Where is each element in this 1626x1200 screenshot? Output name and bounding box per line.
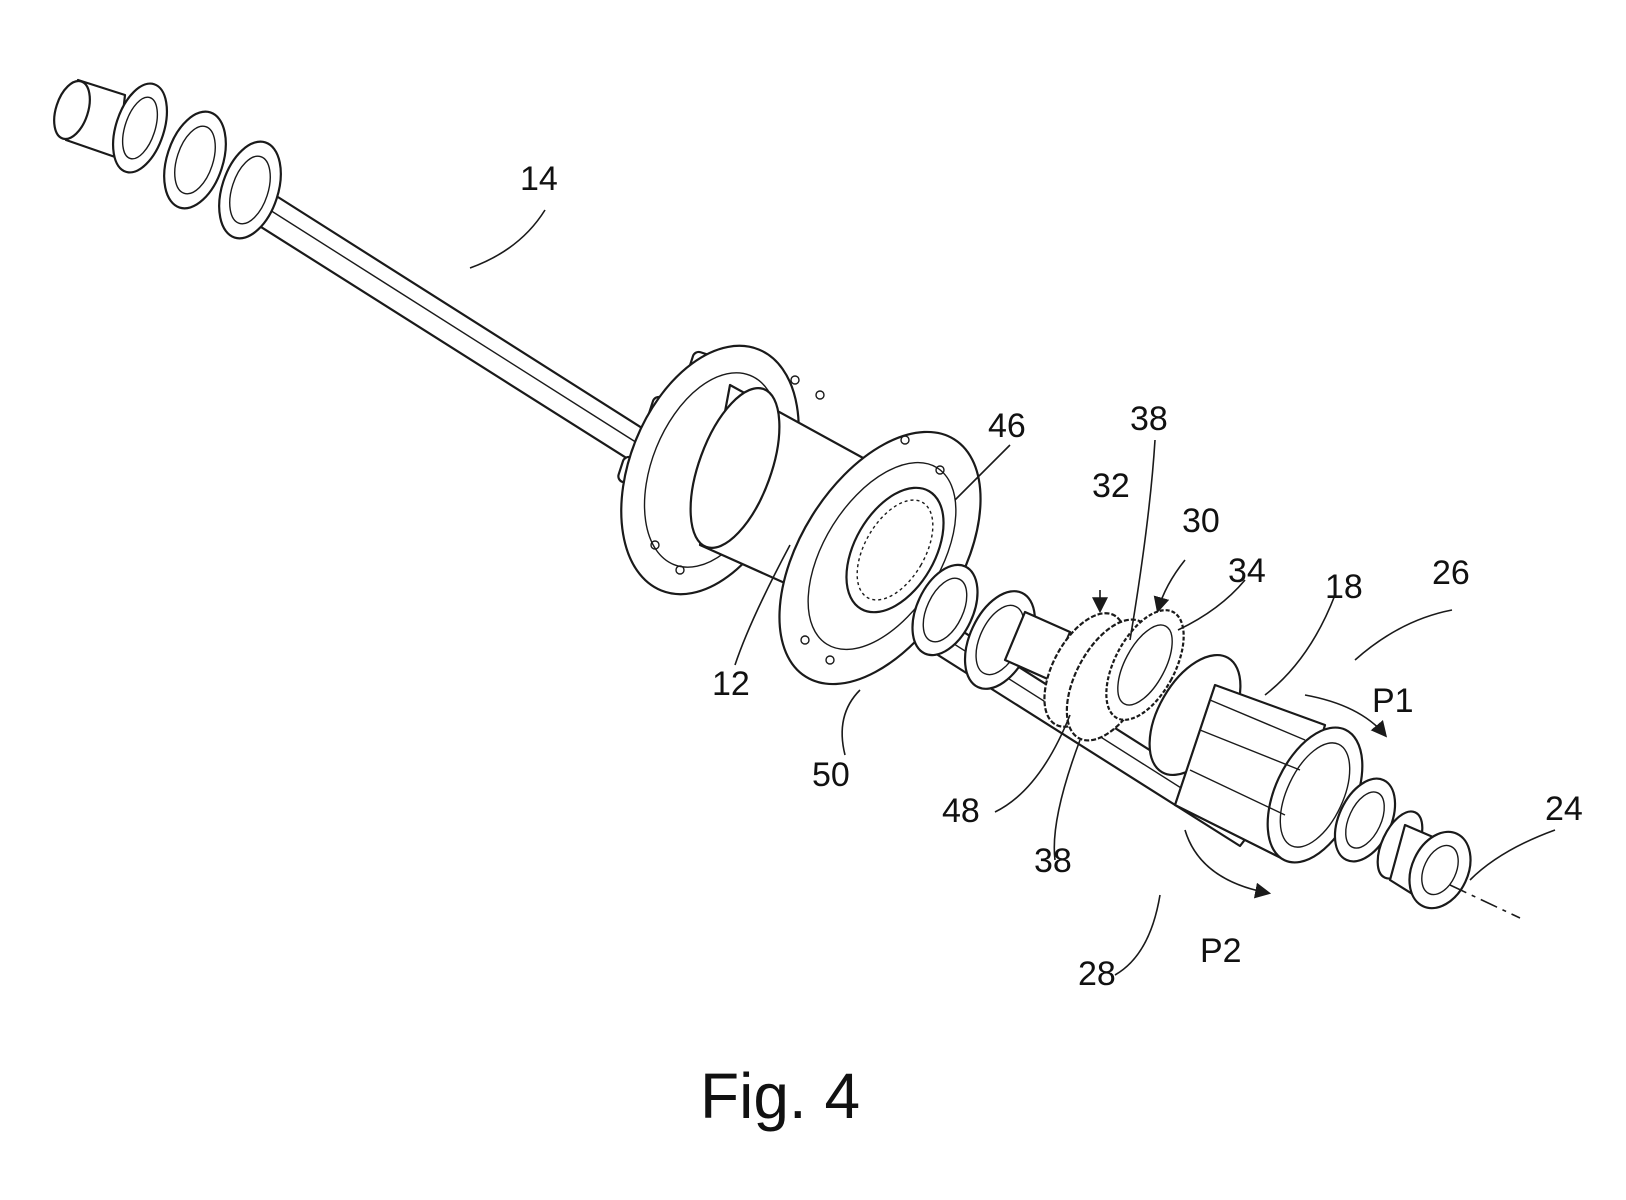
label-26: 26 (1432, 554, 1470, 592)
label-34: 34 (1228, 552, 1266, 590)
label-48: 48 (942, 792, 980, 830)
gear-rings (1043, 609, 1185, 742)
label-46: 46 (988, 407, 1026, 445)
label-38-top: 38 (1130, 400, 1168, 438)
label-P2: P2 (1200, 932, 1242, 970)
label-30: 30 (1182, 502, 1220, 540)
left-bearings (112, 82, 282, 240)
label-28: 28 (1078, 955, 1116, 993)
rotation-arrows (1092, 559, 1388, 899)
label-38-bottom: 38 (1034, 842, 1072, 880)
reference-numerals: 14 12 46 38 32 30 34 18 26 P1 50 48 38 2… (520, 160, 1583, 993)
freehub-body (1148, 653, 1364, 864)
label-12: 12 (712, 665, 750, 703)
label-32: 32 (1092, 467, 1130, 505)
label-P1: P1 (1372, 682, 1414, 720)
label-18: 18 (1325, 568, 1363, 606)
figure-caption: Fig. 4 (700, 1060, 860, 1132)
right-end-parts (1333, 777, 1521, 919)
label-24: 24 (1545, 790, 1583, 828)
label-50: 50 (812, 756, 850, 794)
label-14: 14 (520, 160, 558, 198)
leader-lines (469, 209, 1556, 976)
